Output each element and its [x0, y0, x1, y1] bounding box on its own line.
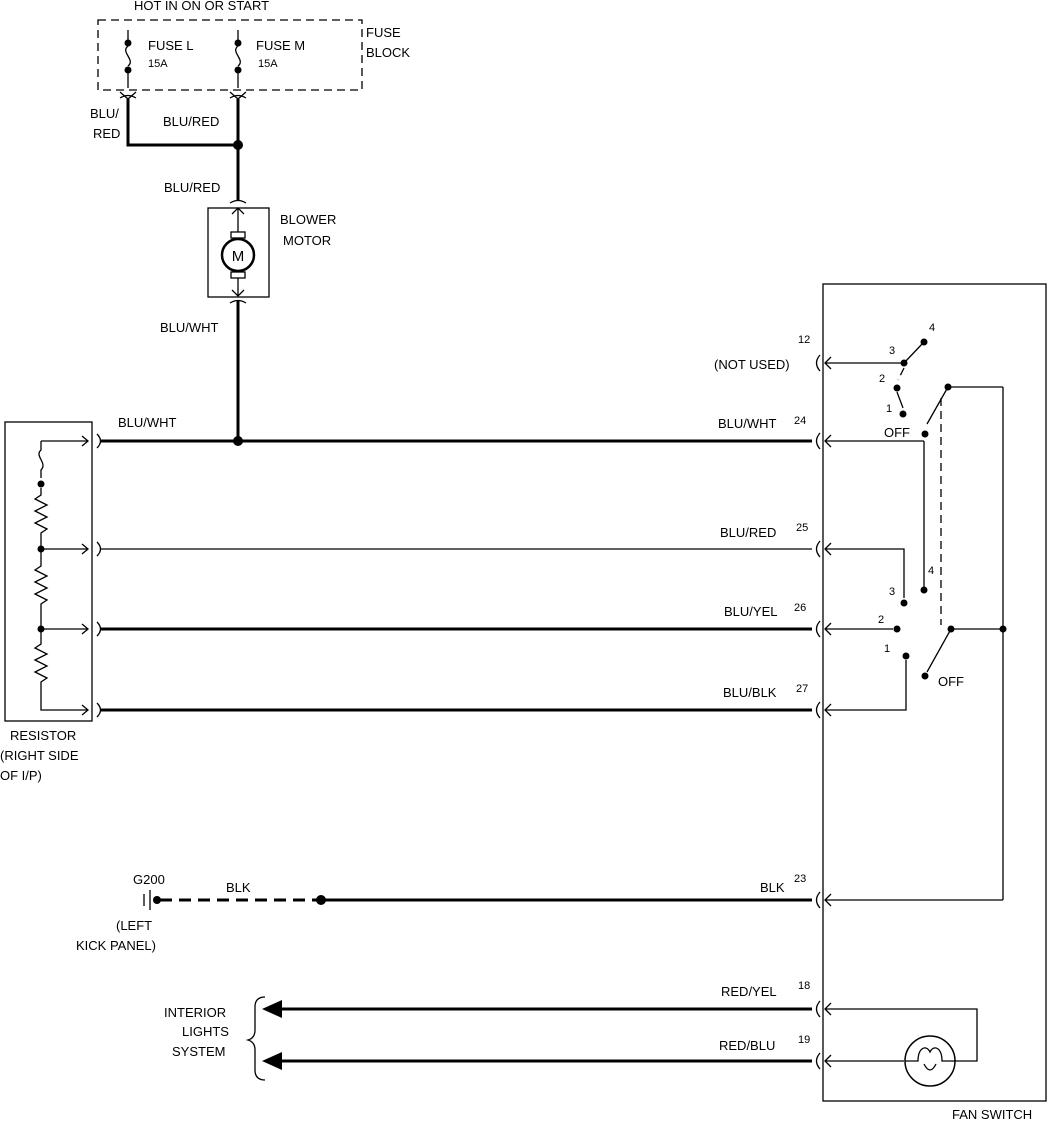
pin-27-wire: BLU/BLK	[723, 685, 777, 700]
pin-26-wire: BLU/YEL	[724, 604, 777, 619]
ground-location-1: (LEFT	[116, 918, 152, 933]
upper-contact-4: 4	[929, 322, 935, 334]
upper-contact-1: 1	[886, 403, 892, 415]
upper-pole-contact-4: 4	[928, 565, 934, 577]
fuse-l-rating: 15A	[148, 58, 168, 70]
pin-18-wire: RED/YEL	[721, 984, 777, 999]
fuse-block-outline	[97, 19, 363, 91]
fan-switch-label: FAN SWITCH	[952, 1107, 1032, 1122]
fuse-l-name: FUSE L	[148, 38, 194, 53]
interior-lights-label-1: INTERIOR	[164, 1005, 226, 1020]
pin-24-wire: BLU/WHT	[718, 416, 777, 431]
motor-symbol	[220, 237, 256, 273]
fan-switch-lamp	[825, 1008, 978, 1087]
arrow-red-blu	[262, 1052, 282, 1070]
pin-25-number: 25	[796, 522, 808, 534]
resistor-label-2: (RIGHT SIDE	[0, 748, 79, 763]
wire-label-blu-red-left-2: RED	[93, 126, 120, 141]
wire-label-blu-red-left-1: BLU/	[90, 106, 119, 121]
resistor-box	[4, 421, 93, 722]
interior-lights-brace	[245, 996, 266, 1081]
resistor-element-3	[33, 629, 88, 711]
motor-symbol-letter: M	[232, 248, 245, 265]
wire-label-blk-ground: BLK	[226, 880, 251, 895]
upper-contact-2: 2	[879, 373, 885, 385]
fuse-block: HOT IN ON OR START FUSE BLOCK FUSE L 15A…	[97, 0, 410, 100]
blower-motor: M BLOWER MOTOR	[207, 199, 336, 304]
pin-23-number: 23	[794, 873, 806, 885]
fuse-m-rating: 15A	[258, 58, 278, 70]
pin-27-number: 27	[796, 683, 808, 695]
motor-output-wire: BLU/WHT	[160, 300, 243, 446]
pin-19-number: 19	[798, 1034, 810, 1046]
pin-18-number: 18	[798, 980, 810, 992]
pin-12-wire: (NOT USED)	[714, 357, 790, 372]
interior-lights-label-2: LIGHTS	[182, 1024, 229, 1039]
wire-label-blu-red-right: BLU/RED	[163, 114, 219, 129]
main-wires: BLU/WHT	[96, 415, 812, 718]
fan-switch-box	[822, 283, 1047, 1102]
fuse-l: FUSE L 15A	[124, 30, 194, 88]
resistor: RESISTOR (RIGHT SIDE OF I/P)	[0, 421, 93, 783]
wire-label-blu-red-motor: BLU/RED	[164, 180, 220, 195]
interior-lights-label-3: SYSTEM	[172, 1044, 225, 1059]
ground-g200: G200 BLK (LEFT KICK PANEL)	[76, 872, 812, 953]
pin-19-wire: RED/BLU	[719, 1038, 775, 1053]
pin-26-number: 26	[794, 602, 806, 614]
fuse-block-label-2: BLOCK	[366, 45, 410, 60]
resistor-label-1: RESISTOR	[10, 728, 76, 743]
lower-switch: 3 2 1 OFF	[825, 548, 1003, 711]
wire-label-blu-wht-motor: BLU/WHT	[160, 320, 219, 335]
blower-motor-label-1: BLOWER	[280, 212, 336, 227]
lower-contact-1: 1	[884, 643, 890, 655]
arrow-red-yel	[262, 1000, 282, 1018]
fuse-m: FUSE M 15A	[234, 30, 305, 88]
upper-contact-3: 3	[889, 345, 895, 357]
pin-23-wire: BLK	[760, 880, 785, 895]
upper-off-label: OFF	[884, 425, 910, 440]
pin-12-number: 12	[798, 334, 810, 346]
fuse-m-name: FUSE M	[256, 38, 305, 53]
interior-lights: INTERIOR LIGHTS SYSTEM	[164, 996, 812, 1081]
resistor-label-3: OF I/P)	[0, 768, 42, 783]
fuse-block-header: HOT IN ON OR START	[134, 0, 269, 13]
ground-location-2: KICK PANEL)	[76, 938, 156, 953]
lower-contact-3: 3	[889, 586, 895, 598]
resistor-element-1	[33, 488, 49, 549]
fuse-block-label-1: FUSE	[366, 25, 401, 40]
fuse-feed-wires: BLU/ RED BLU/RED BLU/RED	[90, 99, 243, 200]
pin-25-wire: BLU/RED	[720, 525, 776, 540]
ground-name: G200	[133, 872, 165, 887]
fan-switch: FAN SWITCH (NOT USED) 12 BLU/WHT 24 BLU/…	[714, 283, 1047, 1122]
lower-off-label: OFF	[938, 674, 964, 689]
resistor-element-2	[33, 549, 49, 629]
pin-24-number: 24	[794, 415, 806, 427]
wire-label-blu-wht-main: BLU/WHT	[118, 415, 177, 430]
blower-motor-label-2: MOTOR	[283, 233, 331, 248]
upper-switch: 4 3 2 1 OFF 4	[825, 322, 1003, 594]
lower-contact-2: 2	[878, 614, 884, 626]
